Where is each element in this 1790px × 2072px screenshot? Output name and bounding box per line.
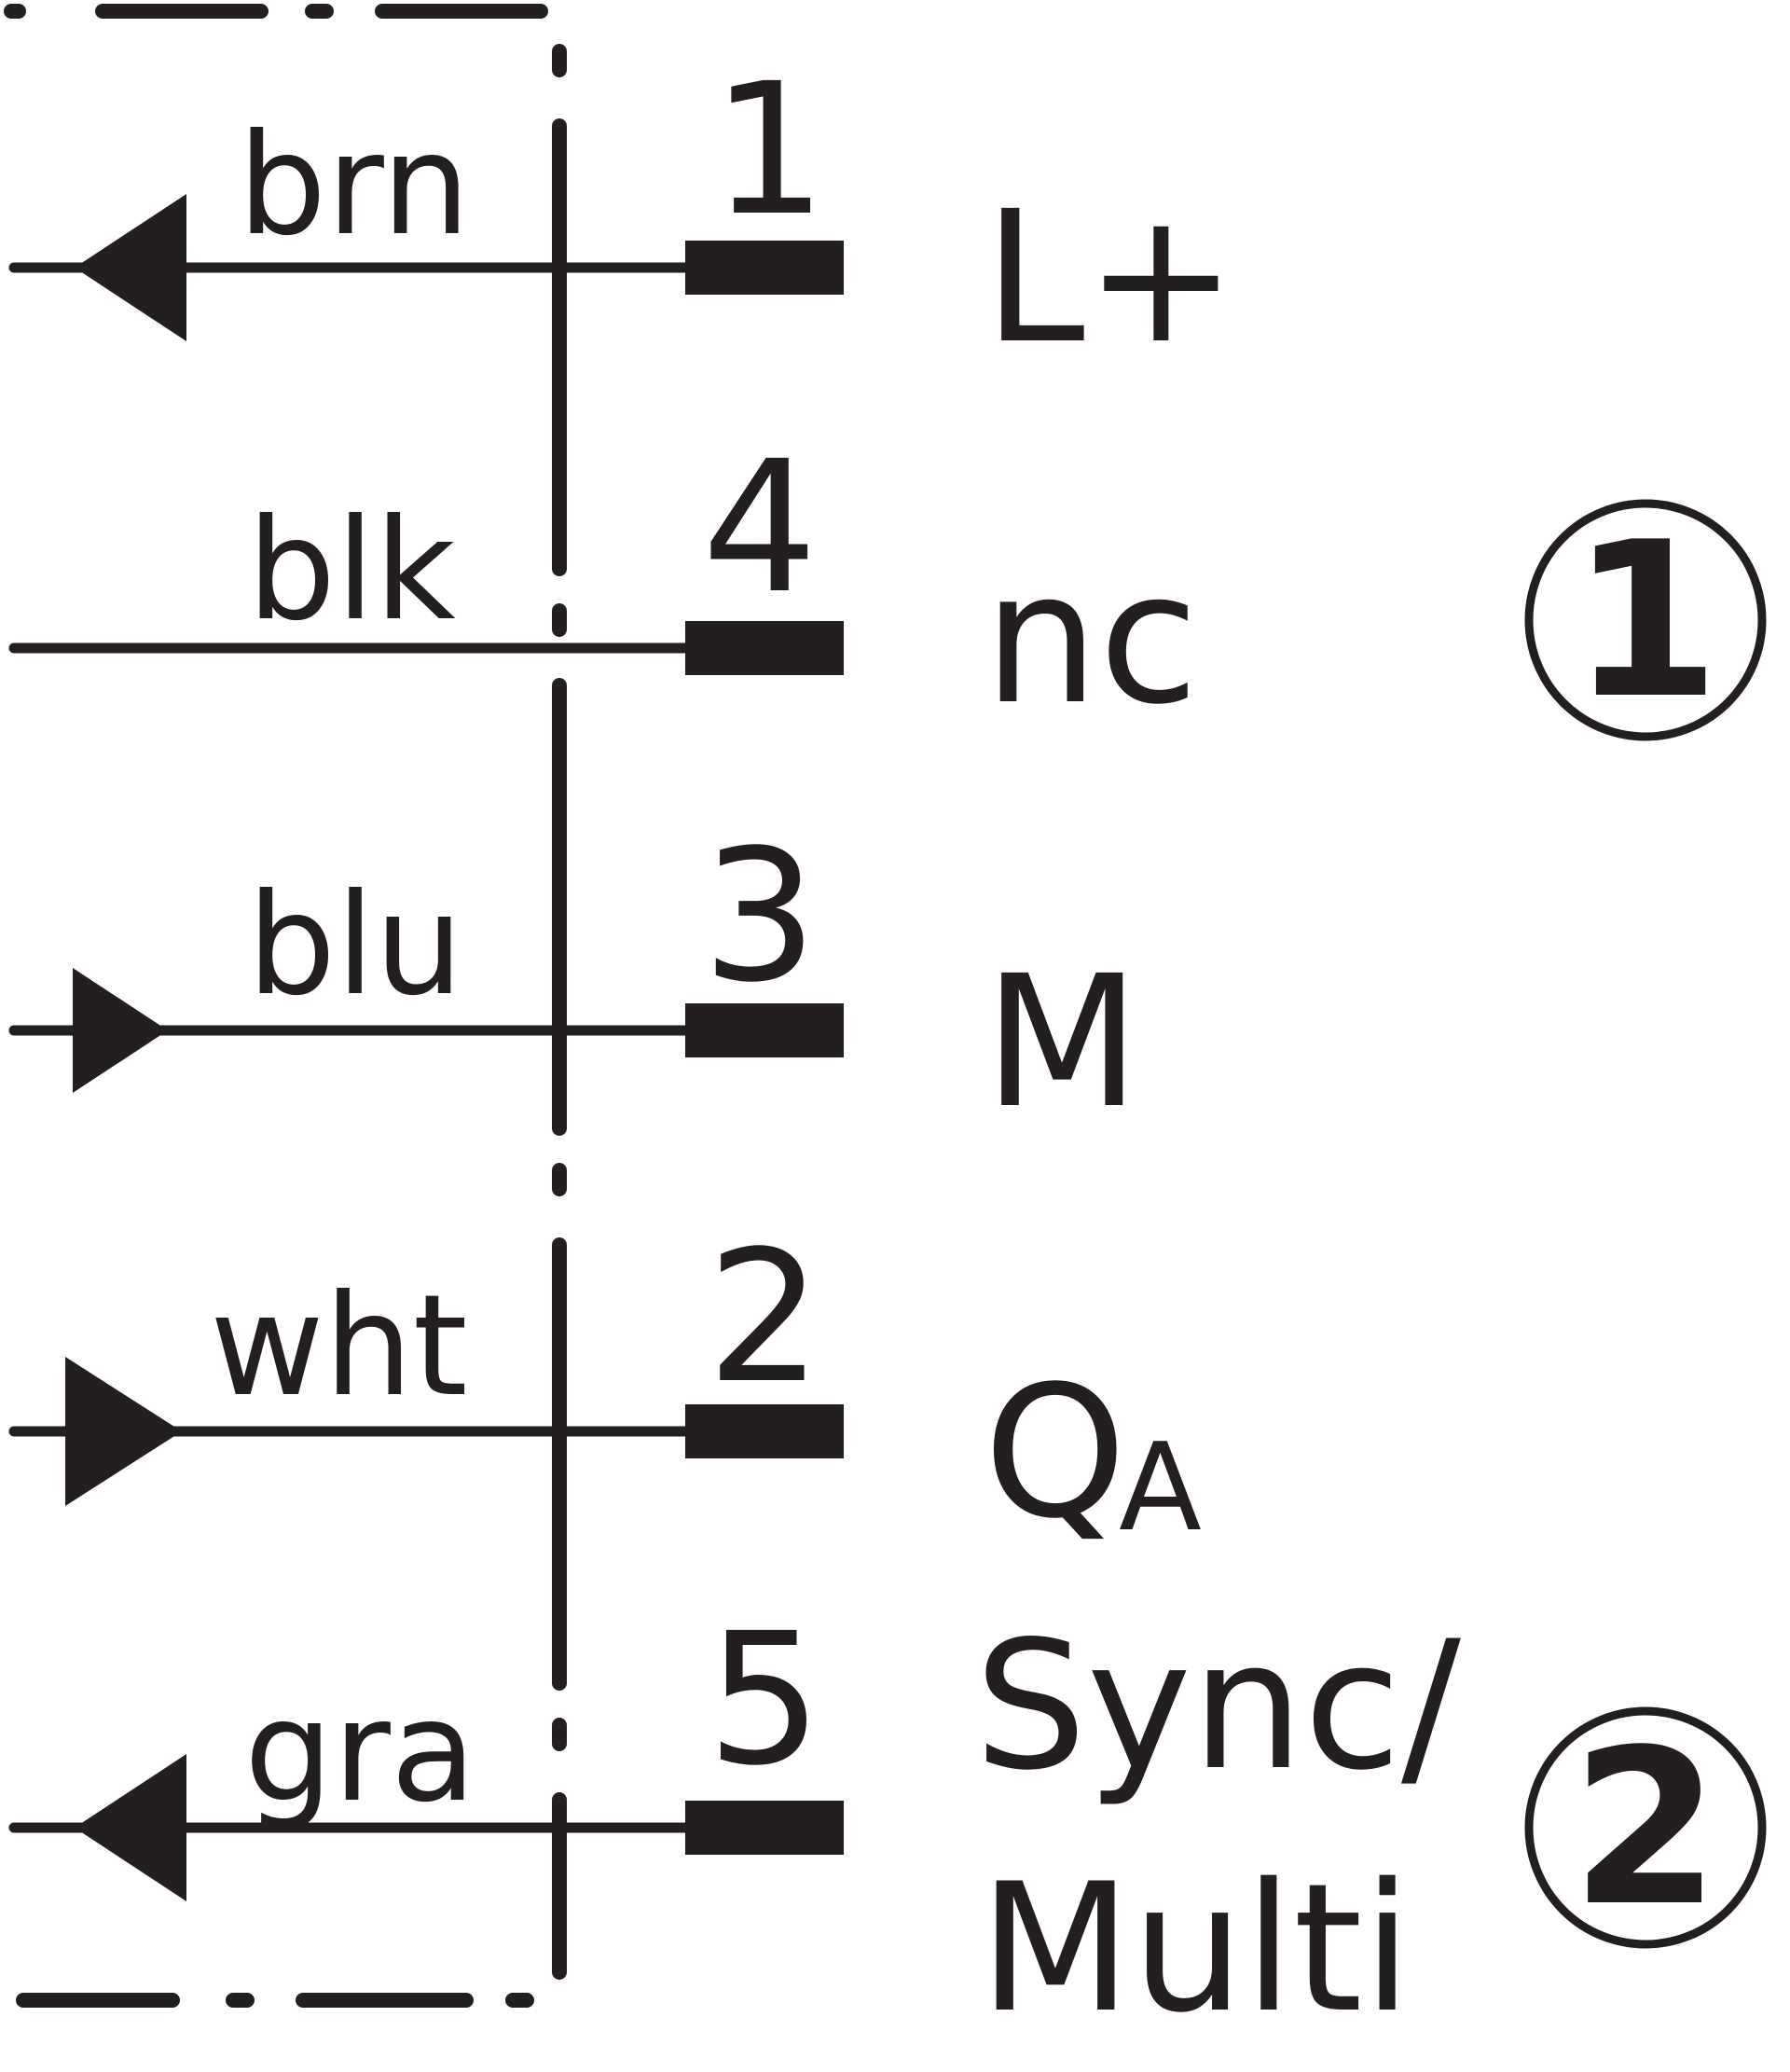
pin-row: blk 4 nc: [8, 421, 1199, 744]
pin-number: 5: [707, 1594, 822, 1805]
marker-circle: [1524, 499, 1767, 741]
group-marker: 1: [1524, 497, 1767, 746]
housing-outline: [4, 4, 567, 2008]
pin-row: blu 3 M: [8, 810, 1140, 1148]
marker-number: 2: [1571, 1705, 1720, 1954]
pin-contact: [685, 621, 844, 675]
pin-row: wht 2 Q A: [8, 1211, 1202, 1558]
arrow-out-icon: [75, 194, 186, 341]
pin-number: 4: [702, 421, 818, 633]
signal-label-line2: Multi: [979, 1845, 1411, 2051]
pin-contact: [685, 1801, 844, 1855]
arrow-in-icon: [73, 968, 168, 1093]
marker-number: 1: [1571, 497, 1720, 746]
wire-color-label: blk: [247, 490, 456, 652]
pin-contact: [685, 241, 844, 295]
arrow-out-icon: [75, 1754, 186, 1901]
marker-circle: [1524, 1706, 1767, 1949]
pin-row: gra 5 Sync/ Multi: [8, 1594, 1462, 2051]
signal-label: Q: [984, 1347, 1127, 1558]
signal-label: nc: [984, 532, 1199, 744]
wire-color-label: blu: [247, 864, 463, 1027]
signal-subscript: A: [1119, 1416, 1202, 1558]
wire-color-label: gra: [244, 1671, 476, 1833]
wire-color-label: wht: [210, 1265, 468, 1428]
wire-color-label: brn: [238, 104, 470, 267]
pin-contact: [685, 1003, 844, 1057]
pin-number: 3: [702, 810, 818, 1022]
signal-label: M: [984, 936, 1140, 1148]
signal-label: L+: [984, 172, 1237, 383]
pin-row: brn 1 L+: [8, 44, 1237, 383]
group-marker: 2: [1524, 1705, 1767, 1954]
pin-number: 2: [707, 1211, 822, 1423]
signal-label: Sync/: [974, 1603, 1462, 1809]
arrow-in-icon: [65, 1357, 182, 1506]
pin-number: 1: [711, 44, 827, 256]
pin-contact: [685, 1404, 844, 1458]
